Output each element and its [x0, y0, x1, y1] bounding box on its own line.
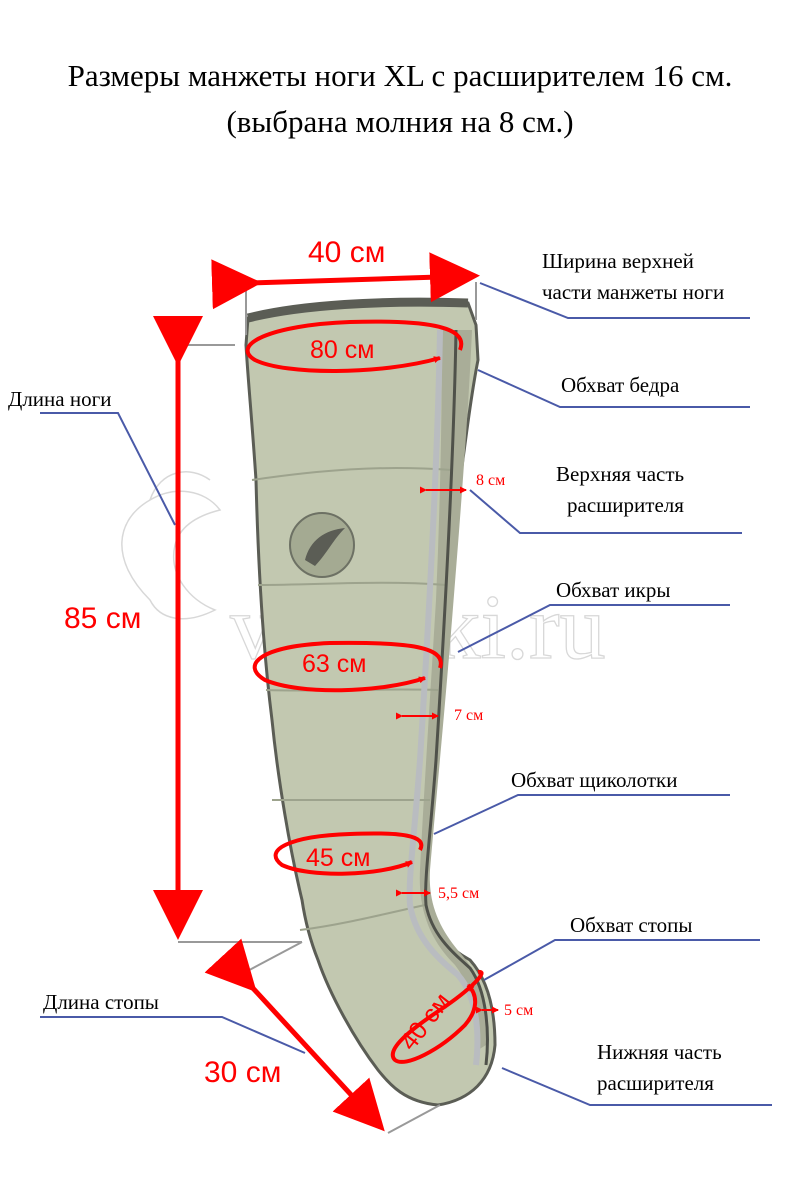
label-top-width-1: Ширина верхней [542, 249, 694, 273]
foot-length-value: 30 см [204, 1056, 281, 1089]
foot-circ-ellipse [390, 969, 484, 1064]
leg-cuff [244, 297, 497, 1107]
calf-circ-ellipse [252, 640, 443, 693]
leader-exp-lower [501, 1067, 772, 1106]
ankle-circ-value: 45 см [306, 844, 370, 872]
label-exp-upper-1: Верхняя часть [556, 462, 684, 486]
label-top-width-2: части манжеты ноги [542, 280, 724, 304]
watermark-bird-icon [121, 490, 222, 620]
page-title: Размеры манжеты ноги XL с расширителем 1… [67, 58, 733, 93]
leader-top-width [479, 282, 750, 319]
leader-foot [483, 939, 760, 981]
measurement-arrows [153, 252, 499, 1132]
leader-foot-length [40, 1016, 306, 1054]
label-foot-length: Длина стопы [43, 990, 159, 1014]
label-foot: Обхват стопы [570, 913, 692, 937]
brand-logo [289, 512, 355, 578]
brand-bird-icon [305, 528, 345, 566]
thigh-circ-ellipse [245, 319, 464, 373]
top-width-arrow [211, 252, 480, 310]
leader-leg-length [40, 412, 176, 526]
foot-length-arrow [204, 938, 385, 1132]
exp-upper-value: 8 см [476, 472, 505, 489]
ankle-circ-ellipse [273, 831, 424, 876]
leader-ankle [433, 794, 730, 835]
top-width-value: 40 см [308, 236, 385, 269]
leader-thigh [477, 369, 750, 408]
exp-lower-value: 5 см [504, 1002, 533, 1019]
label-leg-length: Длина ноги [8, 387, 111, 411]
leader-calf [457, 604, 730, 653]
label-thigh: Обхват бедра [561, 373, 680, 397]
label-exp-lower-1: Нижняя часть [597, 1040, 722, 1064]
label-exp-lower-2: расширителя [597, 1071, 714, 1095]
label-ankle: Обхват щиколотки [511, 768, 677, 792]
calf-circ-value: 63 см [302, 650, 366, 678]
page-subtitle: (выбрана молния на 8 см.) [226, 104, 574, 139]
thigh-circ-value: 80 см [310, 336, 374, 364]
leader-exp-upper [469, 489, 742, 534]
label-calf: Обхват икры [556, 578, 670, 602]
label-exp-upper-2: расширителя [567, 493, 684, 517]
leg-length-value: 85 см [64, 602, 141, 635]
exp-ankle-value: 5,5 см [438, 885, 479, 902]
exp-mid-value: 7 см [454, 707, 483, 724]
zipper-outer [406, 329, 481, 1066]
leader-lines [40, 282, 772, 1106]
